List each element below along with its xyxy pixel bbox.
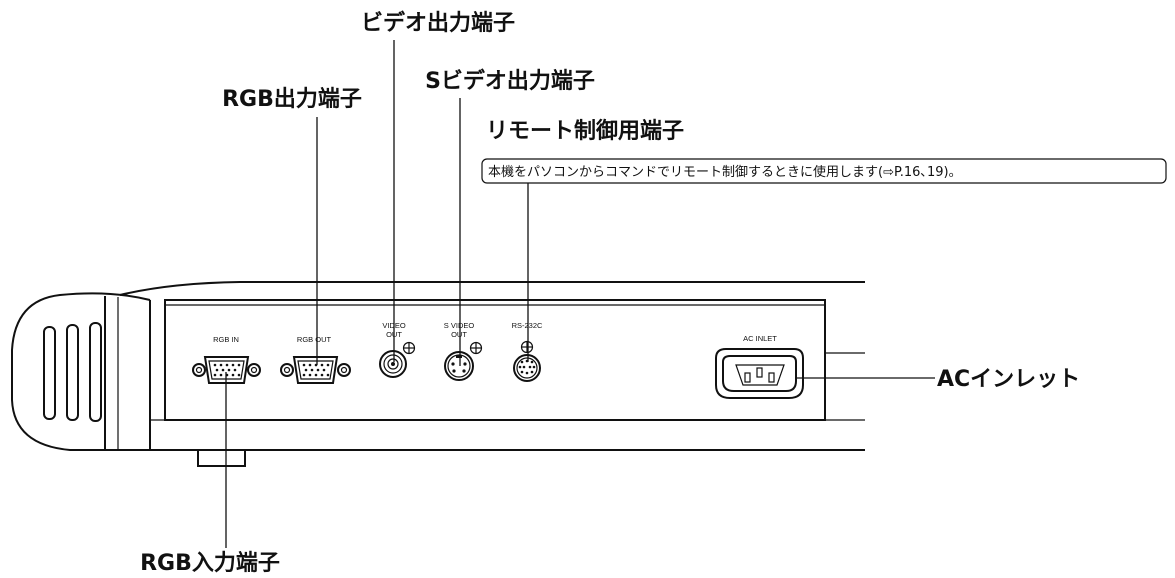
ac-inlet-connector	[715, 348, 804, 399]
callout-rgb-in: RGB入力端子	[140, 551, 280, 576]
rgb-out-connector	[280, 356, 351, 384]
remote-note-box	[481, 158, 1167, 184]
callout-remote: リモート制御用端子	[486, 118, 684, 144]
callout-ac-inlet: ACインレット	[937, 367, 1080, 392]
callout-rgb-out: RGB出力端子	[222, 87, 362, 112]
panel-label-s-video-out-2: OUT	[451, 330, 467, 339]
panel-label-rgb-in: RGB IN	[213, 335, 239, 344]
panel-label-rgb-out: RGB OUT	[297, 335, 332, 344]
projector-body	[11, 281, 865, 467]
remote-note-text: 本機をパソコンからコマンドでリモート制御するときに使用します(⇨P.16､19)…	[488, 164, 962, 180]
rgb-in-connector	[192, 356, 261, 384]
s-video-out-connector	[444, 341, 483, 381]
panel-label-rs232c: RS-232C	[512, 321, 543, 330]
callout-video-out: ビデオ出力端子	[361, 10, 515, 36]
callout-s-video-out: Sビデオ出力端子	[425, 68, 595, 94]
panel-label-s-video-out-1: S VIDEO	[444, 321, 475, 330]
panel-label-ac-inlet: AC INLET	[743, 334, 777, 343]
rs232c-connector	[513, 340, 541, 382]
video-out-connector	[379, 341, 416, 378]
